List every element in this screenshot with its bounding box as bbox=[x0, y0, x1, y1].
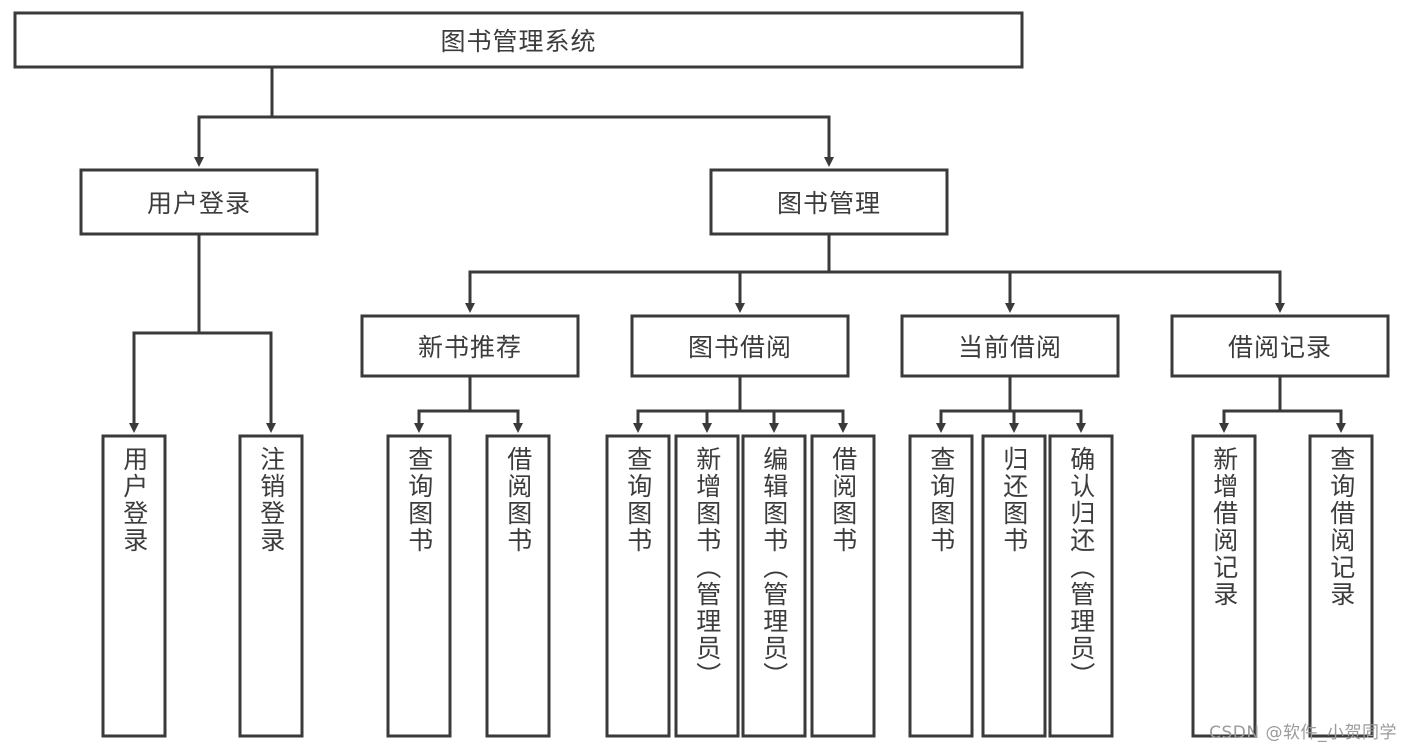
node-level2-1[interactable] bbox=[709, 168, 949, 236]
node-label-text: 借阅图书 bbox=[828, 446, 858, 554]
node-leaf-1[interactable] bbox=[238, 434, 304, 738]
label-leaf-3: 借阅图书 bbox=[487, 446, 549, 726]
label-level2-0: 用户登录 bbox=[81, 170, 317, 234]
label-leaf-5: 新增图书（管理员） bbox=[676, 446, 738, 726]
label-leaf-1: 注销登录 bbox=[240, 446, 302, 726]
label-level3-3: 借阅记录 bbox=[1172, 316, 1388, 376]
node-label-text: 查询图书 bbox=[404, 446, 434, 554]
node-root[interactable] bbox=[13, 11, 1024, 69]
node-leaf-11[interactable] bbox=[1191, 434, 1257, 738]
node-label-text: 确认归还（管理员） bbox=[1066, 446, 1096, 689]
label-leaf-9: 归还图书 bbox=[983, 446, 1045, 726]
node-rectangles bbox=[13, 11, 1390, 738]
node-label-text: 查询图书 bbox=[926, 446, 956, 554]
label-level3-2: 当前借阅 bbox=[902, 316, 1118, 376]
node-label-text: 注销登录 bbox=[256, 446, 286, 554]
label-level3-1: 图书借阅 bbox=[632, 316, 848, 376]
label-level2-1: 图书管理 bbox=[711, 170, 947, 234]
label-leaf-7: 借阅图书 bbox=[812, 446, 874, 726]
node-label-text: 图书管理 bbox=[776, 189, 881, 218]
node-level3-3[interactable] bbox=[1170, 314, 1390, 378]
label-leaf-8: 查询图书 bbox=[910, 446, 972, 726]
node-label-text: 新增借阅记录 bbox=[1209, 446, 1239, 608]
node-leaf-4[interactable] bbox=[605, 434, 671, 738]
watermark-text: CSDN @软件_小贺同学 bbox=[1209, 723, 1397, 743]
node-leaf-7[interactable] bbox=[810, 434, 876, 738]
node-label-text: 新书推荐 bbox=[417, 333, 522, 362]
node-level2-0[interactable] bbox=[79, 168, 319, 236]
node-leaf-5[interactable] bbox=[674, 434, 740, 738]
node-level3-0[interactable] bbox=[360, 314, 580, 378]
label-root: 图书管理系统 bbox=[15, 13, 1022, 67]
node-label-text: 归还图书 bbox=[999, 446, 1029, 554]
label-level3-0: 新书推荐 bbox=[362, 316, 578, 376]
label-leaf-4: 查询图书 bbox=[607, 446, 669, 726]
node-leaf-10[interactable] bbox=[1048, 434, 1114, 738]
label-leaf-0: 用户登录 bbox=[103, 446, 165, 726]
node-leaf-8[interactable] bbox=[908, 434, 974, 738]
node-level3-1[interactable] bbox=[630, 314, 850, 378]
node-label-text: 当前借阅 bbox=[957, 333, 1062, 362]
node-leaf-2[interactable] bbox=[386, 434, 452, 738]
node-label-text: 图书管理系统 bbox=[440, 27, 597, 56]
node-label-text: 新增图书（管理员） bbox=[692, 446, 722, 689]
node-leaf-3[interactable] bbox=[485, 434, 551, 738]
node-label-text: 用户登录 bbox=[119, 446, 149, 554]
node-label-text: 借阅图书 bbox=[503, 446, 533, 554]
node-label-text: 查询图书 bbox=[623, 446, 653, 554]
label-leaf-6: 编辑图书（管理员） bbox=[743, 446, 805, 726]
node-leaf-6[interactable] bbox=[741, 434, 807, 738]
label-leaf-2: 查询图书 bbox=[388, 446, 450, 726]
node-level3-2[interactable] bbox=[900, 314, 1120, 378]
node-label-text: 编辑图书（管理员） bbox=[759, 446, 789, 689]
node-leaf-12[interactable] bbox=[1308, 434, 1374, 738]
node-label-text: 图书借阅 bbox=[687, 333, 792, 362]
label-leaf-12: 查询借阅记录 bbox=[1310, 446, 1372, 726]
node-leaf-9[interactable] bbox=[981, 434, 1047, 738]
label-leaf-10: 确认归还（管理员） bbox=[1050, 446, 1112, 726]
node-leaf-0[interactable] bbox=[101, 434, 167, 738]
node-label-text: 查询借阅记录 bbox=[1326, 446, 1356, 608]
label-leaf-11: 新增借阅记录 bbox=[1193, 446, 1255, 726]
node-label-text: 借阅记录 bbox=[1227, 333, 1332, 362]
connector-lines bbox=[129, 65, 1346, 433]
node-label-text: 用户登录 bbox=[146, 189, 251, 218]
